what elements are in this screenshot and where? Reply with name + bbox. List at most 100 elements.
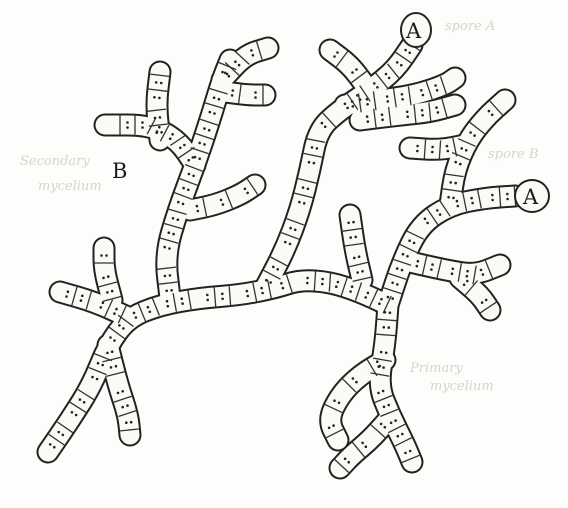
- cell-nucleus: [147, 306, 150, 309]
- cell-nucleus: [361, 270, 364, 273]
- cell-nucleus: [367, 120, 370, 123]
- cell-nucleus: [361, 442, 364, 445]
- cell-nucleus: [169, 274, 172, 277]
- cell-nucleus: [321, 278, 324, 281]
- cell-nucleus: [402, 253, 405, 256]
- cell-nucleus: [169, 137, 172, 140]
- label-a-right: A: [522, 185, 539, 209]
- cell-nucleus: [106, 352, 109, 355]
- cell-nucleus: [424, 218, 427, 221]
- cell-nucleus: [111, 290, 114, 293]
- cell-nucleus: [380, 298, 383, 301]
- cell-nucleus: [67, 290, 70, 293]
- cell-nucleus: [311, 146, 314, 149]
- cell-nucleus: [246, 290, 249, 293]
- cell-nucleus: [396, 61, 399, 64]
- cell-nucleus: [465, 149, 468, 152]
- cell-nucleus: [206, 299, 209, 302]
- cell-nucleus: [238, 64, 241, 67]
- cell-nucleus: [126, 404, 129, 407]
- cell-nucleus: [254, 96, 257, 99]
- cell-nucleus: [228, 75, 231, 78]
- cell-nucleus: [391, 297, 394, 300]
- cell-nucleus: [389, 311, 392, 314]
- cell-nucleus: [416, 145, 419, 148]
- cell-nucleus: [164, 275, 167, 278]
- cell-nucleus: [488, 110, 491, 113]
- cell-nucleus: [183, 144, 186, 147]
- cell-nucleus: [101, 364, 104, 367]
- cell-nucleus: [111, 350, 114, 353]
- hypha-fill: [225, 92, 265, 95]
- cell-nucleus: [110, 366, 113, 369]
- cell-nucleus: [197, 210, 200, 213]
- cell-nucleus: [213, 112, 216, 115]
- cell-nucleus: [203, 127, 206, 130]
- cell-nucleus: [366, 115, 369, 118]
- cell-nucleus: [457, 205, 460, 208]
- cell-nucleus: [170, 289, 173, 292]
- cell-nucleus: [208, 129, 211, 132]
- cell-nucleus: [168, 247, 171, 250]
- cell-nucleus: [351, 100, 354, 103]
- cell-nucleus: [244, 188, 247, 191]
- cell-nucleus: [71, 411, 74, 414]
- cell-nucleus: [426, 222, 429, 225]
- cell-nucleus: [408, 52, 411, 55]
- cell-nucleus: [158, 126, 161, 129]
- cell-nucleus: [265, 279, 268, 282]
- cell-nucleus: [272, 266, 275, 269]
- cell-nucleus: [75, 414, 78, 417]
- cell-nucleus: [481, 301, 484, 304]
- cell-nucleus: [447, 196, 450, 199]
- cell-nucleus: [149, 311, 152, 314]
- cell-nucleus: [380, 351, 383, 354]
- cell-nucleus: [100, 254, 103, 257]
- cell-nucleus: [446, 145, 449, 148]
- cell-nucleus: [338, 402, 341, 405]
- cell-nucleus: [166, 300, 169, 303]
- cell-nucleus: [437, 111, 440, 114]
- cell-nucleus: [333, 55, 336, 58]
- cell-nucleus: [378, 302, 381, 305]
- cell-nucleus: [269, 281, 272, 284]
- cell-nucleus: [382, 366, 385, 369]
- cell-nucleus: [187, 159, 190, 162]
- cell-nucleus: [400, 64, 403, 67]
- cell-nucleus: [172, 217, 175, 220]
- cell-nucleus: [388, 77, 391, 80]
- cell-nucleus: [454, 182, 457, 185]
- cell-nucleus: [420, 89, 423, 92]
- cell-nucleus: [62, 434, 65, 437]
- cell-nucleus: [113, 312, 116, 315]
- cell-nucleus: [434, 84, 437, 87]
- cell-nucleus: [452, 197, 455, 200]
- cell-nucleus: [466, 275, 469, 278]
- cell-nucleus: [421, 109, 424, 112]
- cell-nucleus: [153, 96, 156, 99]
- cell-nucleus: [447, 150, 450, 153]
- cell-nucleus: [471, 202, 474, 205]
- cell-nucleus: [280, 282, 283, 285]
- cell-nucleus: [384, 311, 387, 314]
- cell-nucleus: [386, 95, 389, 98]
- cell-nucleus: [182, 203, 185, 206]
- cell-nucleus: [346, 107, 349, 110]
- cell-nucleus: [177, 218, 180, 221]
- cell-nucleus: [81, 295, 84, 298]
- cell-nucleus: [188, 173, 191, 176]
- cell-nucleus: [466, 270, 469, 273]
- cell-nucleus: [246, 192, 249, 195]
- faint-text-secondary: Secondary: [20, 154, 90, 169]
- cell-nucleus: [460, 147, 463, 150]
- cell-nucleus: [171, 133, 174, 136]
- cell-nucleus: [168, 231, 171, 234]
- cell-nucleus: [282, 287, 285, 290]
- cell-nucleus: [401, 98, 404, 101]
- cell-nucleus: [396, 267, 399, 270]
- cell-nucleus: [347, 461, 350, 464]
- cell-nucleus: [250, 49, 253, 52]
- cell-nucleus: [115, 365, 118, 368]
- cell-nucleus: [366, 98, 369, 101]
- cell-nucleus: [96, 378, 99, 381]
